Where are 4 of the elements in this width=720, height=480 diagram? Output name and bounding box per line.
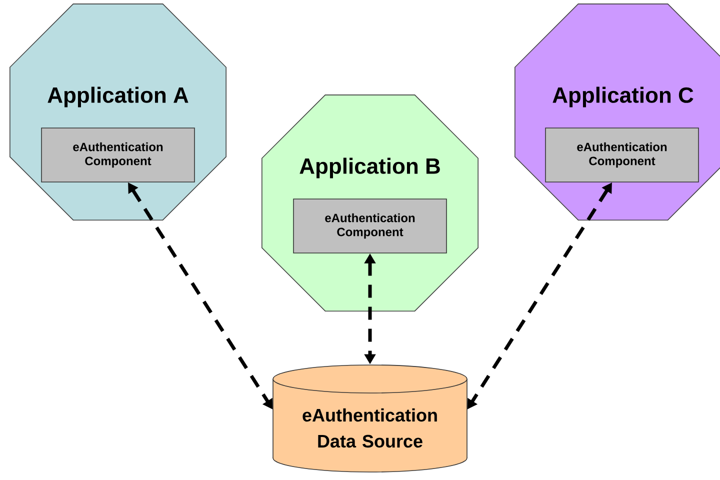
database-cylinder: eAuthentication Data Source	[272, 364, 468, 472]
component-box: eAuthentication Component	[293, 198, 447, 254]
component-box: eAuthentication Component	[41, 128, 195, 182]
component-box: eAuthentication Component	[545, 128, 699, 182]
